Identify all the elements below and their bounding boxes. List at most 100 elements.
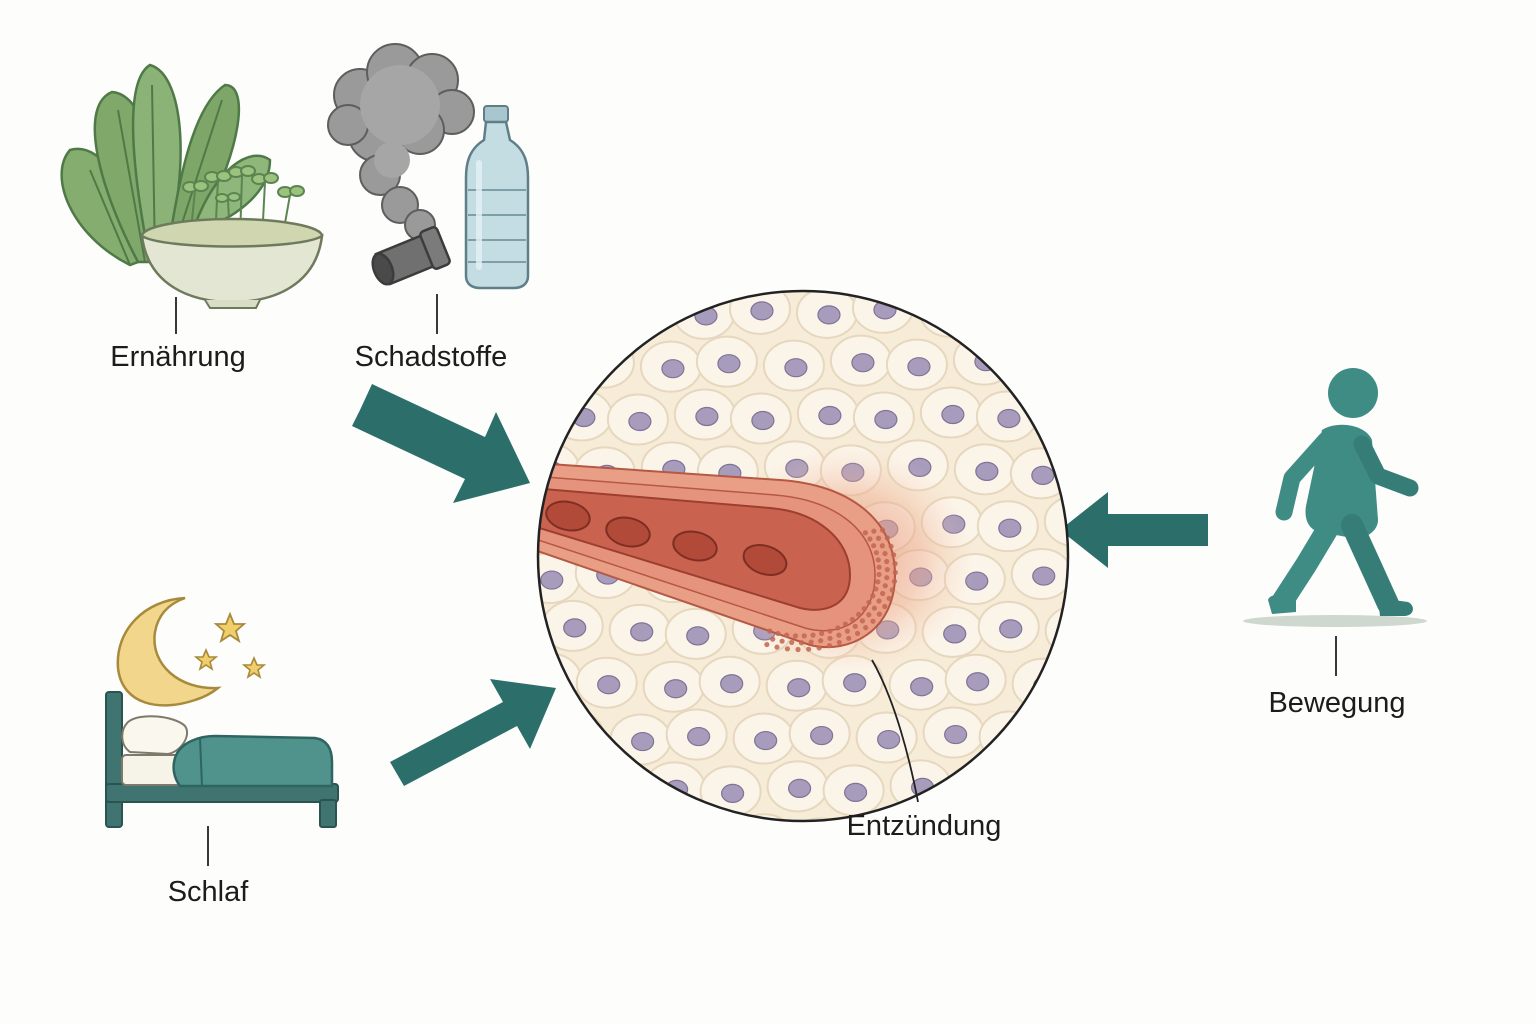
tissue-cell bbox=[666, 818, 729, 821]
cell-nucleus bbox=[997, 408, 1021, 429]
cell-nucleus bbox=[910, 677, 934, 697]
label-sleep: Schlaf bbox=[168, 876, 250, 908]
tissue-cell bbox=[538, 332, 579, 385]
moon-bed-icon bbox=[105, 596, 339, 828]
inflammation-speckle bbox=[836, 632, 842, 638]
cell-nucleus bbox=[689, 837, 711, 855]
inflammation-speckle bbox=[875, 557, 881, 563]
cell-nucleus bbox=[784, 249, 806, 267]
inflammation-speckle bbox=[852, 623, 858, 629]
cell-nucleus bbox=[877, 729, 901, 750]
cell-nucleus bbox=[720, 674, 744, 694]
tissue-cell bbox=[538, 815, 550, 821]
tissue-cell bbox=[1008, 337, 1068, 390]
cell-nucleus bbox=[1031, 465, 1055, 485]
cell-nucleus bbox=[784, 358, 808, 378]
tissue-cell bbox=[1070, 763, 1130, 813]
cell-nucleus bbox=[1066, 623, 1068, 643]
tissue-cell bbox=[1042, 394, 1068, 447]
label-pollutants: Schadstoffe bbox=[355, 341, 508, 373]
inflammation-speckle bbox=[810, 632, 816, 638]
tissue-cell bbox=[974, 291, 1037, 333]
cell-nucleus bbox=[966, 781, 991, 802]
cell-nucleus bbox=[631, 731, 655, 752]
inflammation-speckle bbox=[886, 595, 892, 602]
inflammation-speckle bbox=[827, 628, 833, 634]
tissue-cell bbox=[1012, 767, 1068, 820]
blood-vessel bbox=[538, 460, 898, 653]
tissue-cell bbox=[1041, 291, 1068, 337]
inflammation-speckle bbox=[876, 564, 882, 570]
inflammation-speckle bbox=[856, 611, 862, 617]
inflammation-speckle bbox=[867, 536, 873, 542]
tissue-cell bbox=[1043, 495, 1068, 548]
inflammation-speckle bbox=[792, 633, 799, 639]
tissue-cell bbox=[538, 495, 547, 548]
inflammation-speckle bbox=[870, 618, 876, 624]
inflammation-speckle bbox=[844, 628, 850, 634]
tissue-cell bbox=[696, 227, 756, 277]
cell-nucleus bbox=[907, 248, 929, 266]
tissue-cell bbox=[886, 230, 946, 280]
cell-nucleus bbox=[810, 725, 834, 746]
arrow-sleep-to-tissue bbox=[390, 679, 556, 786]
tissue-cell bbox=[1078, 443, 1138, 493]
inflammation-speckle bbox=[866, 612, 872, 618]
cell-nucleus bbox=[664, 679, 688, 699]
inflammation-speckle bbox=[764, 641, 770, 648]
walking-person-icon bbox=[1243, 368, 1427, 627]
inflammation-speckle bbox=[789, 639, 795, 646]
cell-nucleus bbox=[817, 305, 841, 325]
inflammation-speckle bbox=[846, 635, 852, 641]
cell-nucleus bbox=[630, 622, 654, 642]
tissue-cell bbox=[1077, 334, 1137, 384]
cell-nucleus bbox=[566, 838, 588, 856]
tissue-cell bbox=[952, 333, 1015, 386]
inflammation-speckle bbox=[779, 638, 785, 644]
cell-nucleus bbox=[507, 514, 529, 532]
inflammation-speckle bbox=[835, 625, 841, 631]
tissue-cell bbox=[610, 814, 673, 821]
arrow-nutrition-to-tissue bbox=[352, 384, 530, 503]
inflammation-speckle bbox=[892, 569, 898, 576]
inflammation-speckle bbox=[849, 616, 855, 623]
inflammation-speckle bbox=[806, 646, 812, 652]
cell-nucleus bbox=[1033, 785, 1058, 806]
cell-nucleus bbox=[787, 778, 812, 799]
inflammation-speckle bbox=[859, 618, 866, 624]
inflammation-speckle bbox=[774, 644, 780, 650]
tissue-cell bbox=[453, 549, 513, 599]
cell-nucleus bbox=[687, 726, 711, 747]
inflammation-speckle bbox=[784, 632, 790, 638]
cell-nucleus bbox=[843, 673, 867, 693]
cell-nucleus bbox=[818, 405, 842, 426]
cell-nucleus bbox=[538, 351, 562, 371]
cell-nucleus bbox=[597, 675, 621, 695]
inflammation-speckle bbox=[879, 543, 885, 549]
cell-nucleus bbox=[633, 833, 655, 851]
cell-nucleus bbox=[907, 357, 931, 377]
inflammation-speckle bbox=[873, 586, 879, 592]
tissue-cell bbox=[538, 291, 545, 337]
inflammation-speckle bbox=[818, 638, 824, 644]
inflammation-speckle bbox=[798, 640, 805, 646]
inflammation-speckle bbox=[808, 639, 814, 645]
cell-nucleus bbox=[944, 724, 968, 745]
cell-nucleus bbox=[1069, 834, 1091, 852]
cell-nucleus bbox=[975, 461, 999, 481]
tissue-cell bbox=[789, 817, 852, 821]
cell-nucleus bbox=[998, 518, 1022, 538]
cell-nucleus bbox=[1000, 728, 1024, 749]
tissue-cell bbox=[1046, 815, 1068, 821]
inflammation-speckle bbox=[871, 528, 877, 534]
cell-nucleus bbox=[941, 404, 965, 425]
cell-nucleus bbox=[1090, 672, 1112, 690]
tissue-cell bbox=[1045, 714, 1068, 767]
inflammation-speckle bbox=[827, 635, 833, 641]
cell-nucleus bbox=[597, 784, 622, 805]
cell-nucleus bbox=[538, 251, 560, 269]
inflammation-speckle bbox=[873, 550, 880, 556]
inflammation-speckle bbox=[888, 543, 894, 549]
cell-nucleus bbox=[475, 677, 497, 695]
cell-nucleus bbox=[1097, 251, 1119, 269]
